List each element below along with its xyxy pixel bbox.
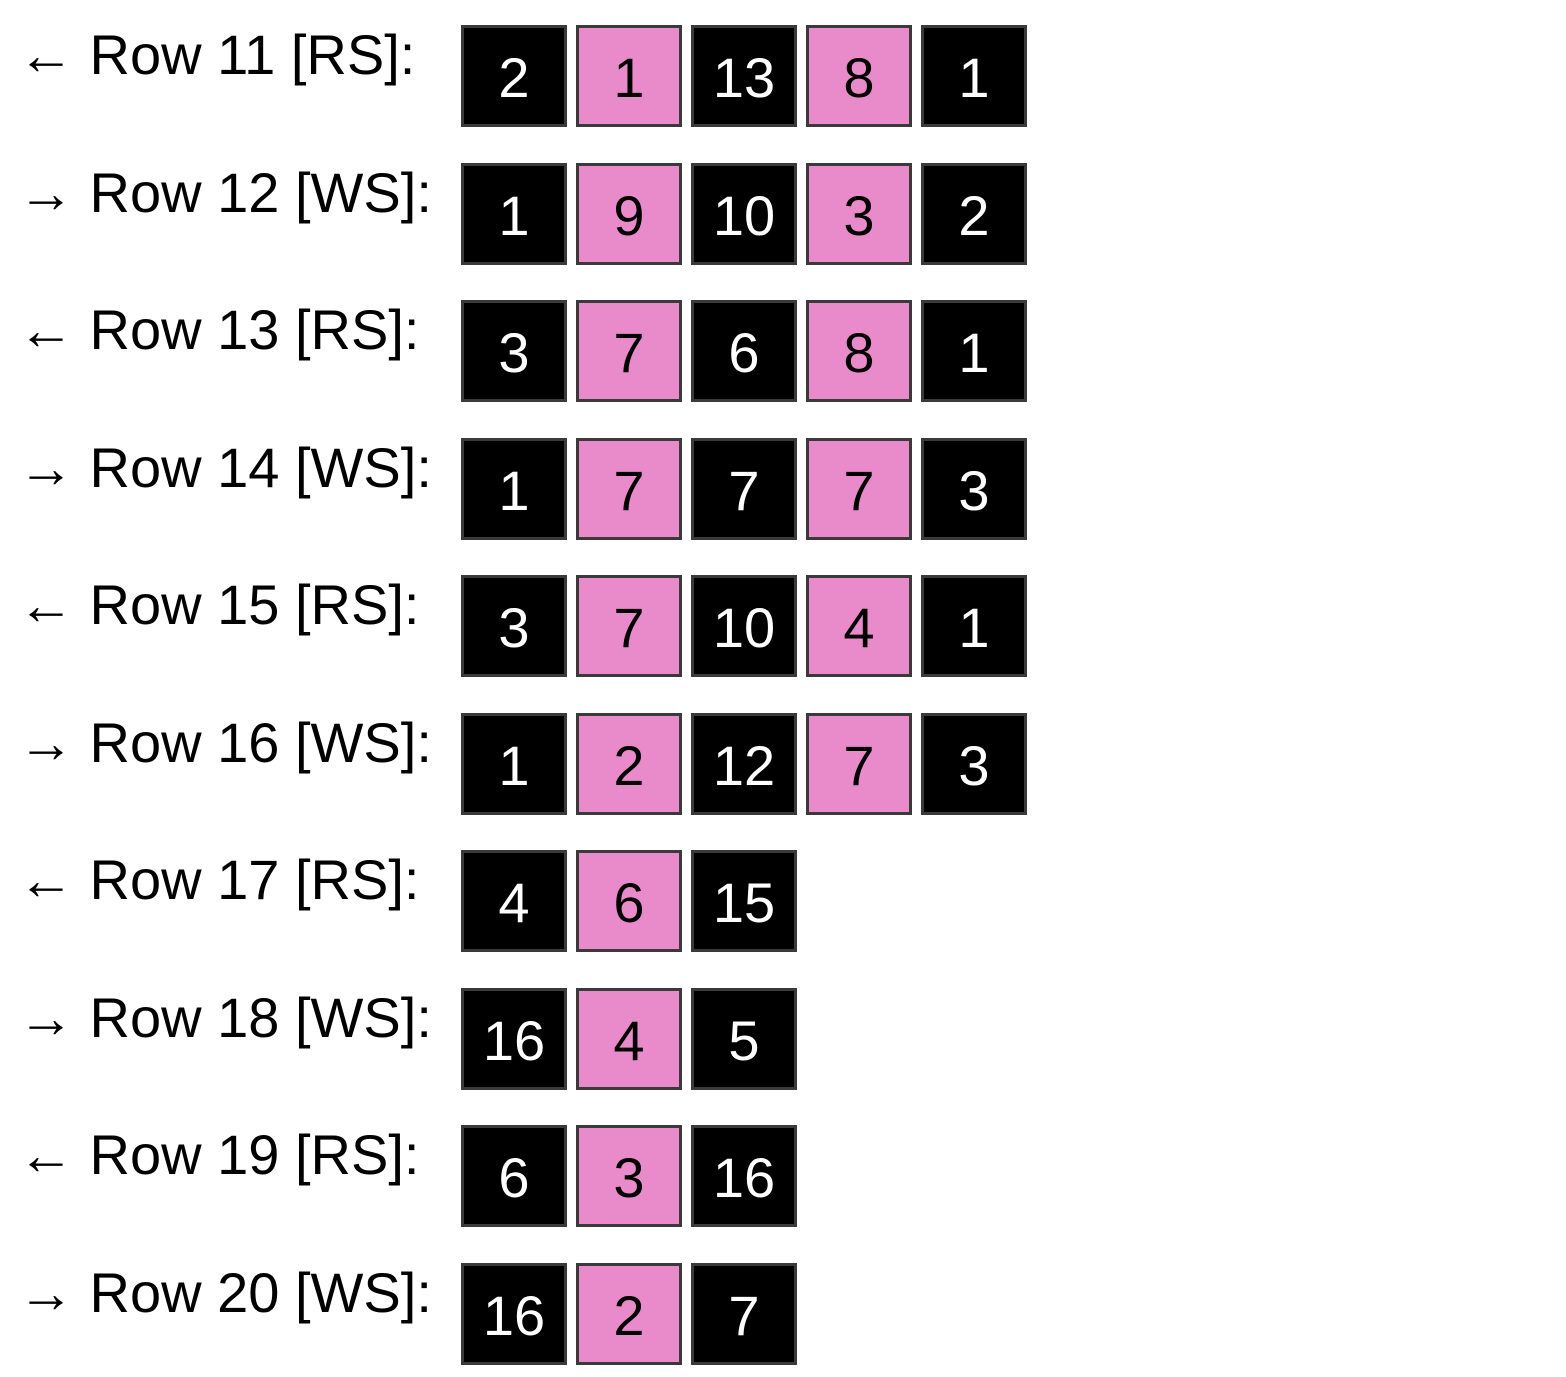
stitch-count-cell: 12: [691, 713, 797, 815]
row-label: ← Row 19 [RS]:: [18, 1123, 420, 1186]
stitch-count-cell: 1: [461, 163, 567, 265]
stitch-count-cell: 7: [576, 575, 682, 677]
stitch-count-cell: 4: [576, 988, 682, 1090]
stitch-count-cell: 3: [921, 713, 1027, 815]
stitch-count-cell: 7: [806, 438, 912, 540]
stitch-count-cell: 3: [461, 575, 567, 677]
row-label: → Row 16 [WS]:: [18, 711, 432, 774]
row-label: ← Row 15 [RS]:: [18, 573, 420, 636]
stitch-count-cell: 2: [576, 713, 682, 815]
stitch-count-cell: 1: [921, 300, 1027, 402]
stitch-count-cell: 7: [576, 300, 682, 402]
stitch-count-cell: 4: [806, 575, 912, 677]
stitch-count-cell: 6: [691, 300, 797, 402]
stitch-count-cell: 3: [576, 1125, 682, 1227]
stitch-count-cell: 1: [461, 713, 567, 815]
stitch-count-cell: 1: [461, 438, 567, 540]
stitch-count-cell: 4: [461, 850, 567, 952]
stitch-count-cell: 15: [691, 850, 797, 952]
stitch-count-cell: 3: [921, 438, 1027, 540]
stitch-count-cell: 9: [576, 163, 682, 265]
row-label: → Row 18 [WS]:: [18, 986, 432, 1049]
stitch-count-cell: 5: [691, 988, 797, 1090]
stitch-count-cell: 3: [806, 163, 912, 265]
stitch-count-cell: 10: [691, 163, 797, 265]
stitch-count-cell: 10: [691, 575, 797, 677]
stitch-count-cell: 2: [921, 163, 1027, 265]
stitch-count-cell: 13: [691, 25, 797, 127]
row-label: ← Row 11 [RS]:: [18, 23, 416, 86]
stitch-count-cell: 2: [461, 25, 567, 127]
stitch-count-cell: 1: [921, 575, 1027, 677]
stitch-count-cell: 1: [921, 25, 1027, 127]
stitch-count-cell: 7: [576, 438, 682, 540]
row-label: ← Row 13 [RS]:: [18, 298, 420, 361]
stitch-count-cell: 6: [461, 1125, 567, 1227]
stitch-count-cell: 7: [691, 438, 797, 540]
stitch-count-cell: 8: [806, 25, 912, 127]
stitch-count-cell: 7: [691, 1263, 797, 1365]
stitch-count-cell: 2: [576, 1263, 682, 1365]
stitch-count-cell: 16: [461, 1263, 567, 1365]
stitch-count-cell: 8: [806, 300, 912, 402]
stitch-count-cell: 7: [806, 713, 912, 815]
stitch-count-cell: 3: [461, 300, 567, 402]
stitch-count-cell: 16: [461, 988, 567, 1090]
row-label: → Row 20 [WS]:: [18, 1261, 432, 1324]
stitch-count-cell: 1: [576, 25, 682, 127]
row-label: → Row 12 [WS]:: [18, 161, 432, 224]
row-label: → Row 14 [WS]:: [18, 436, 432, 499]
stitch-count-cell: 16: [691, 1125, 797, 1227]
stitch-count-cell: 6: [576, 850, 682, 952]
row-label: ← Row 17 [RS]:: [18, 848, 420, 911]
